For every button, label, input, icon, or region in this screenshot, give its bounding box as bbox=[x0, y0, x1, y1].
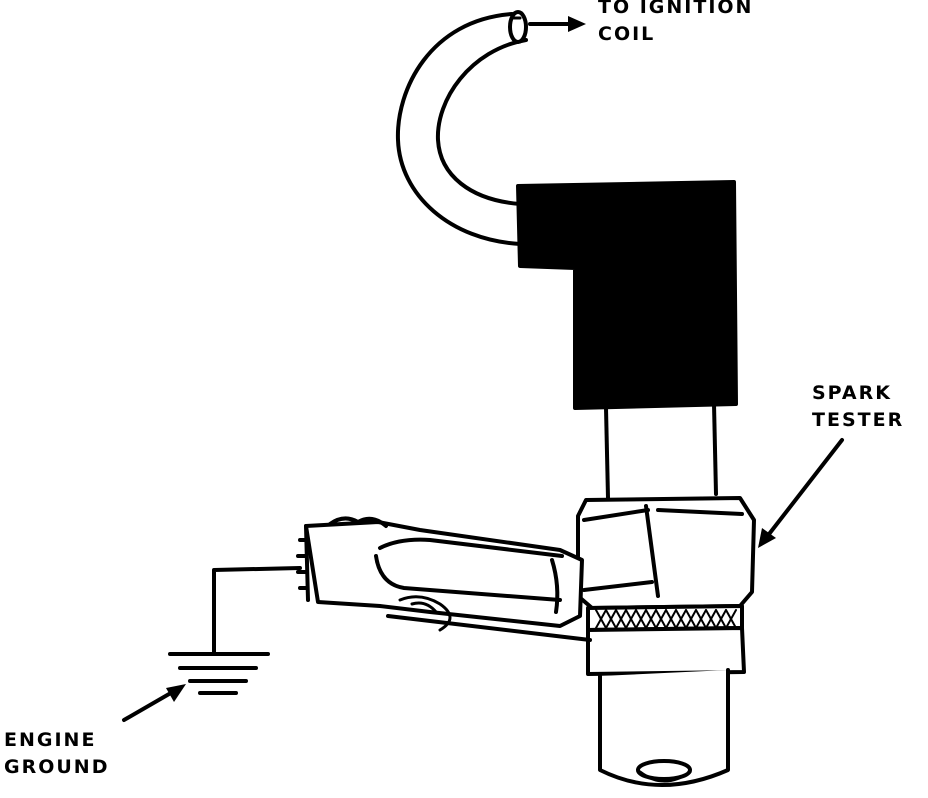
spark-plug-boot bbox=[516, 180, 738, 410]
engine-ground-label-line1: ENGINE bbox=[4, 729, 97, 751]
insulator bbox=[604, 402, 718, 500]
hex-body bbox=[576, 496, 756, 610]
spark-tester-label-line2: TESTER bbox=[812, 409, 905, 431]
ignition-coil-label-line2: COIL bbox=[598, 23, 656, 45]
spark-tester-arrow bbox=[758, 438, 844, 548]
spark-tester-label-line1: SPARK bbox=[812, 382, 892, 404]
coil-arrow bbox=[528, 16, 586, 32]
engine-ground-label-line2: GROUND bbox=[4, 756, 110, 778]
spark-tester-label: SPARK TESTER bbox=[812, 380, 904, 434]
ground-arrow bbox=[122, 684, 186, 722]
tester-tip bbox=[586, 626, 746, 787]
ground-symbol bbox=[168, 652, 270, 695]
engine-ground-label: ENGINE GROUND bbox=[4, 727, 109, 781]
knurled-ring bbox=[586, 604, 744, 632]
ignition-coil-label-line1: TO IGNITION bbox=[598, 0, 754, 18]
ground-wire bbox=[212, 566, 302, 654]
ignition-coil-label: TO IGNITION COIL bbox=[598, 0, 753, 48]
ignition-wire bbox=[395, 10, 528, 246]
alligator-clip bbox=[296, 516, 592, 642]
